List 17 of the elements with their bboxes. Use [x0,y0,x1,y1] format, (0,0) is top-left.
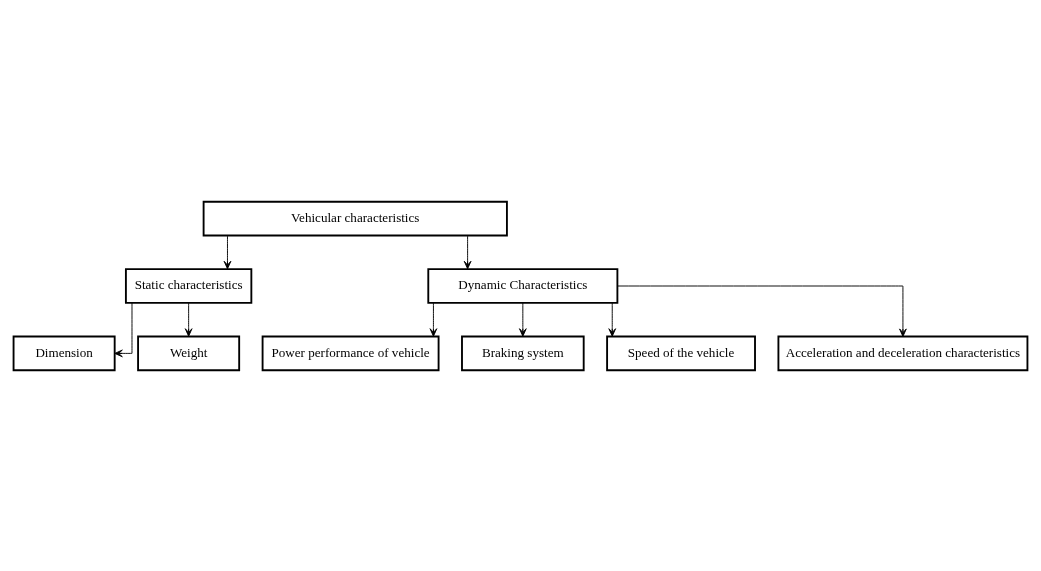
node-box: Weight [137,335,241,371]
arrow [519,302,527,337]
node-box: Dimension [12,335,116,371]
node-box: Dynamic Characteristics [427,267,619,304]
arrow [608,302,617,337]
arrow [223,234,232,269]
node-box: Static characteristics [124,267,253,304]
arrow [463,234,472,269]
arrow [617,285,907,337]
node-box: Braking system [461,335,585,371]
node-box: Speed of the vehicle [606,335,756,371]
arrow [429,302,438,337]
node-box: Vehicular characteristics [202,200,508,236]
arrow [184,302,193,337]
node-box: Acceleration and deceleration characteristics [777,335,1029,371]
arrow [114,302,133,357]
node-box: Power performance of vehicle [261,335,440,371]
